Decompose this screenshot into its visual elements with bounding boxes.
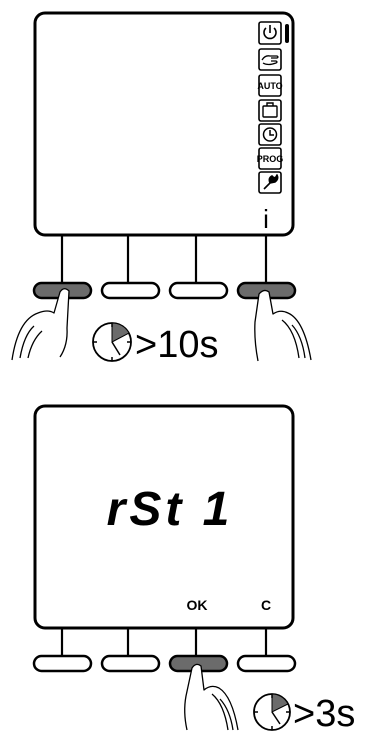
suitcase-icon	[258, 99, 282, 122]
prog-icon-text: PROG	[257, 154, 284, 164]
ok-finger-press-icon	[184, 663, 239, 731]
top-lcd-screen	[33, 11, 295, 237]
stopwatch-icon-bottom	[253, 693, 291, 731]
bottom-button-c[interactable]	[236, 654, 297, 673]
bottom-button-stems	[60, 628, 268, 656]
display-readout: rSt 1	[107, 483, 234, 536]
top-button-2[interactable]	[100, 281, 161, 300]
bottom-hold-time: >3s	[293, 693, 355, 735]
auto-icon: AUTO	[257, 74, 283, 97]
stopwatch-icon	[92, 322, 132, 362]
auto-icon-text: AUTO	[257, 81, 282, 91]
top-button-3[interactable]	[168, 281, 229, 300]
left-finger-press-icon	[11, 288, 70, 361]
selected-mode-marker	[285, 24, 289, 43]
ok-label: OK	[187, 597, 208, 613]
power-icon	[258, 21, 282, 45]
bottom-button-1[interactable]	[32, 654, 93, 673]
clock-icon	[258, 123, 282, 146]
c-label: C	[261, 597, 271, 613]
mode-icons-column: AUTO PROG	[257, 21, 289, 194]
bottom-lcd-screen	[33, 404, 295, 630]
wrench-icon	[258, 171, 282, 194]
right-finger-press-icon	[254, 289, 312, 362]
top-hold-time: >10s	[135, 324, 218, 366]
prog-icon: PROG	[257, 147, 284, 170]
hand-icon	[258, 48, 282, 71]
info-label: i	[263, 204, 269, 234]
top-button-stems	[60, 235, 268, 283]
bottom-button-2[interactable]	[100, 654, 161, 673]
